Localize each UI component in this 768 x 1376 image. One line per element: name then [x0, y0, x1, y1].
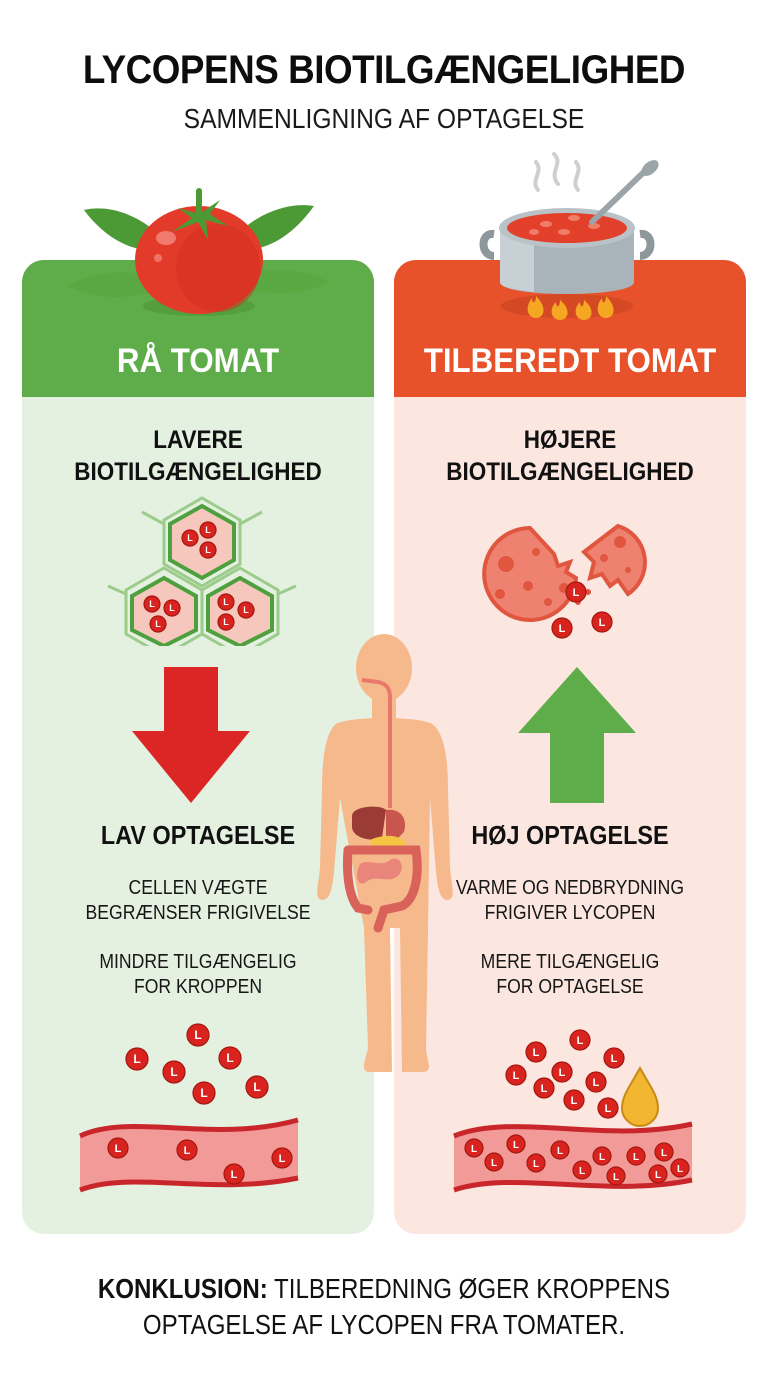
svg-text:L: L: [513, 1070, 520, 1082]
more-available-point: MERE TILGÆNGELIG FOR OPTAGELSE: [480, 951, 660, 998]
page-subtitle: SAMMENLIGNING AF OPTAGELSE: [183, 103, 585, 134]
cooked-tomato-panel: TILBEREDT TOMAT HØJERE BIOTILGÆNGELIGHED…: [394, 260, 746, 1234]
svg-text:L: L: [571, 1095, 578, 1107]
cooked-tomato-label: TILBEREDT TOMAT: [423, 342, 717, 380]
arrow-down-icon: [132, 667, 250, 803]
oil-drop-icon: [620, 1065, 660, 1127]
svg-text:L: L: [231, 1169, 238, 1181]
svg-text:L: L: [633, 1152, 639, 1163]
low-absorption-title: LAV OPTAGELSE: [100, 820, 296, 850]
svg-text:L: L: [149, 599, 155, 609]
steam-icon: [533, 152, 581, 192]
svg-text:L: L: [533, 1047, 540, 1059]
svg-text:L: L: [599, 617, 606, 629]
svg-text:L: L: [599, 1152, 605, 1163]
svg-text:L: L: [205, 545, 211, 555]
higher-bioavailability-title: HØJERE BIOTILGÆNGELIGHED: [446, 426, 694, 486]
lower-bioavailability-title: LAVERE BIOTILGÆNGELIGHED: [74, 426, 322, 486]
svg-text:L: L: [253, 1080, 260, 1094]
human-digestive-system-icon: [317, 634, 453, 1072]
conclusion-text-line2: OPTAGELSE AF LYCOPEN FRA TOMATER.: [142, 1309, 626, 1340]
heat-breakdown-point: VARME OG NEDBRYDNING FRIGIVER LYCOPEN: [455, 877, 685, 924]
svg-text:L: L: [115, 1143, 122, 1155]
svg-text:L: L: [170, 1065, 177, 1079]
svg-text:L: L: [279, 1153, 286, 1165]
svg-text:L: L: [613, 1172, 619, 1183]
less-available-point: MINDRE TILGÆNGELIG FOR KROPPEN: [99, 951, 297, 998]
svg-text:L: L: [579, 1166, 585, 1177]
svg-text:L: L: [559, 1067, 566, 1079]
svg-text:L: L: [577, 1035, 584, 1047]
svg-text:L: L: [559, 623, 566, 635]
svg-text:L: L: [605, 1103, 612, 1115]
svg-text:L: L: [677, 1164, 683, 1175]
page-title: LYCOPENS BIOTILGÆNGELIGHED: [82, 48, 686, 92]
svg-text:L: L: [223, 617, 229, 627]
svg-text:L: L: [155, 619, 161, 629]
svg-text:L: L: [611, 1053, 618, 1065]
svg-text:L: L: [557, 1146, 563, 1157]
cell-wall-point: CELLEN VÆGTE BEGRÆNSER FRIGIVELSE: [85, 877, 311, 924]
svg-text:L: L: [243, 605, 249, 615]
conclusion: KONKLUSION: TILBEREDNING ØGER KROPPENS O…: [54, 1271, 714, 1343]
svg-text:L: L: [661, 1148, 667, 1159]
svg-text:L: L: [541, 1083, 548, 1095]
conclusion-text-line1: TILBEREDNING ØGER KROPPENS: [274, 1273, 671, 1304]
svg-text:L: L: [513, 1140, 519, 1151]
svg-text:L: L: [471, 1144, 477, 1155]
svg-text:L: L: [205, 525, 211, 535]
svg-text:L: L: [573, 587, 580, 599]
svg-text:L: L: [184, 1145, 191, 1157]
conclusion-label: KONKLUSION:: [97, 1273, 268, 1304]
low-absorption-vessel-icon: L L L L L L L L L L: [78, 1023, 299, 1193]
raw-tomato-label: RÅ TOMAT: [116, 342, 280, 380]
arrow-up-icon: [518, 667, 636, 803]
cooking-pot-icon: [479, 152, 659, 320]
svg-text:L: L: [194, 1028, 201, 1042]
svg-text:L: L: [169, 603, 175, 613]
svg-text:L: L: [200, 1086, 207, 1100]
svg-text:L: L: [491, 1158, 497, 1169]
svg-text:L: L: [655, 1170, 661, 1181]
flame-icon: [527, 296, 614, 320]
svg-text:L: L: [223, 597, 229, 607]
broken-cell-icon: L L L: [482, 523, 647, 639]
svg-text:L: L: [226, 1051, 233, 1065]
tomato-icon: [68, 188, 330, 316]
svg-text:L: L: [533, 1159, 539, 1170]
svg-text:L: L: [133, 1052, 140, 1066]
high-absorption-title: HØJ OPTAGELSE: [471, 820, 669, 850]
svg-text:L: L: [593, 1077, 600, 1089]
svg-text:L: L: [187, 533, 193, 543]
cooked-tomato-header: TILBEREDT TOMAT: [394, 260, 746, 397]
